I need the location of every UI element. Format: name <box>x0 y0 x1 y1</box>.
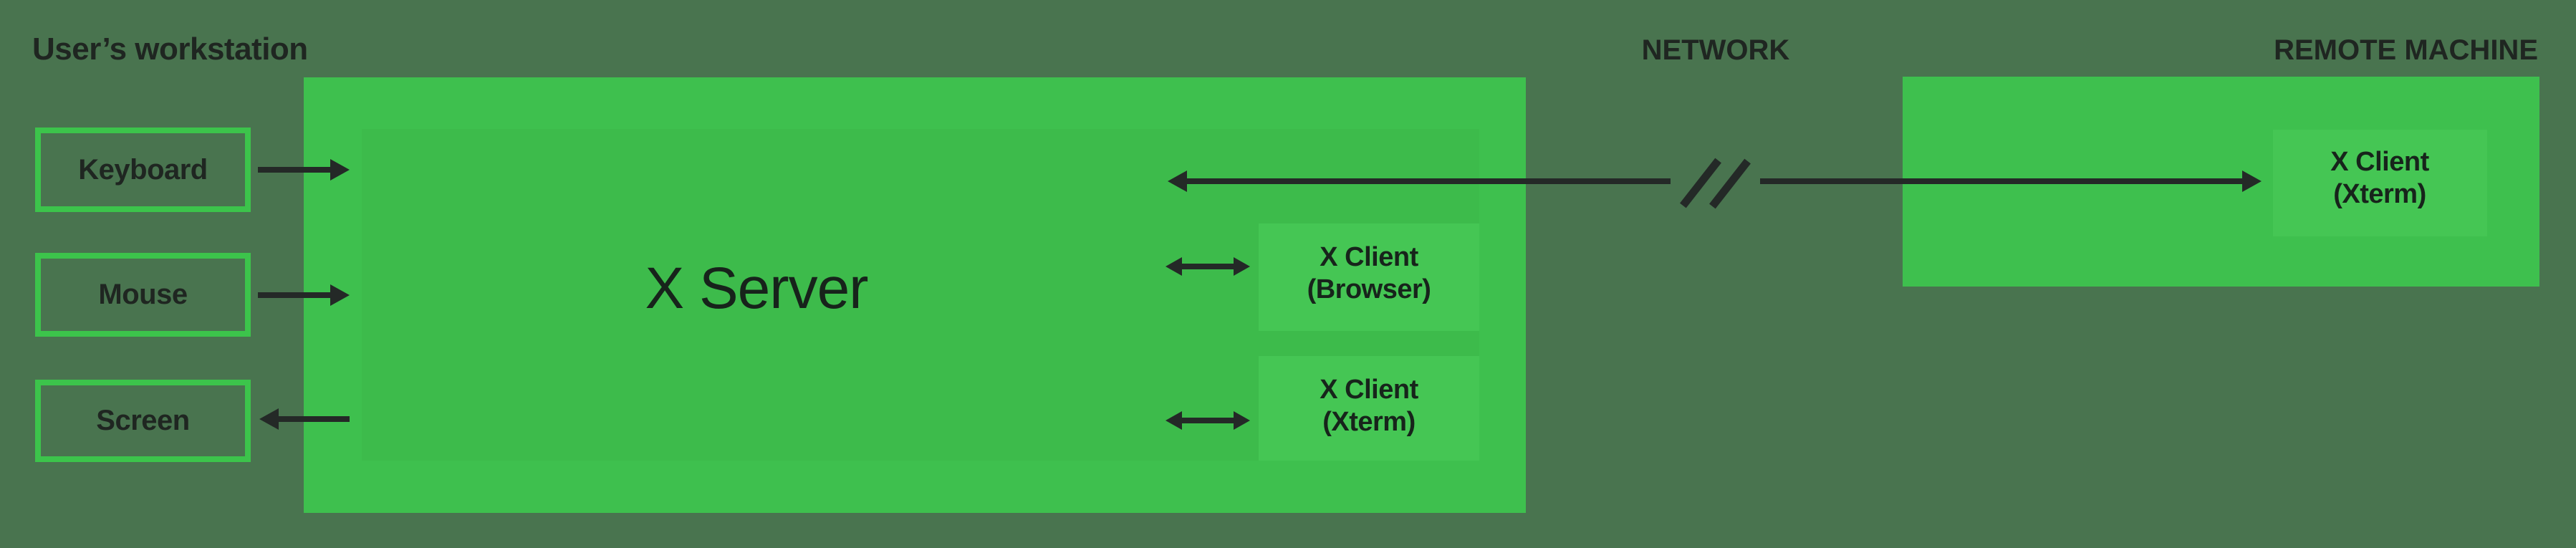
screen-label: Screen <box>96 405 190 436</box>
keyboard-box: Keyboard <box>35 128 251 212</box>
remote-machine-title: REMOTE MACHINE <box>2274 34 2538 66</box>
remote-x-client-label: X Client (Xterm) <box>2272 146 2487 211</box>
screen-box: Screen <box>35 380 251 462</box>
x-client-xterm-line2: (Xterm) <box>1322 407 1416 437</box>
mouse-label: Mouse <box>98 279 188 310</box>
x-client-xterm-box <box>1259 356 1479 461</box>
remote-x-client-box <box>2273 130 2487 236</box>
x-client-browser-label: X Client (Browser) <box>1259 241 1479 306</box>
mouse-box: Mouse <box>35 253 251 337</box>
x-client-xterm-label: X Client (Xterm) <box>1259 374 1479 438</box>
x-client-browser-line2: (Browser) <box>1307 274 1431 304</box>
keyboard-label: Keyboard <box>78 153 208 186</box>
x-client-xterm-line1: X Client <box>1320 375 1418 405</box>
x-client-browser-box <box>1259 223 1479 331</box>
workstation-title: User’s workstation <box>32 32 308 67</box>
remote-x-client-line2: (Xterm) <box>2333 179 2426 209</box>
remote-x-client-line1: X Client <box>2330 147 2429 177</box>
x-client-browser-line1: X Client <box>1320 242 1418 272</box>
network-label: NETWORK <box>1641 34 1790 66</box>
x-server-label: X Server <box>645 256 869 321</box>
